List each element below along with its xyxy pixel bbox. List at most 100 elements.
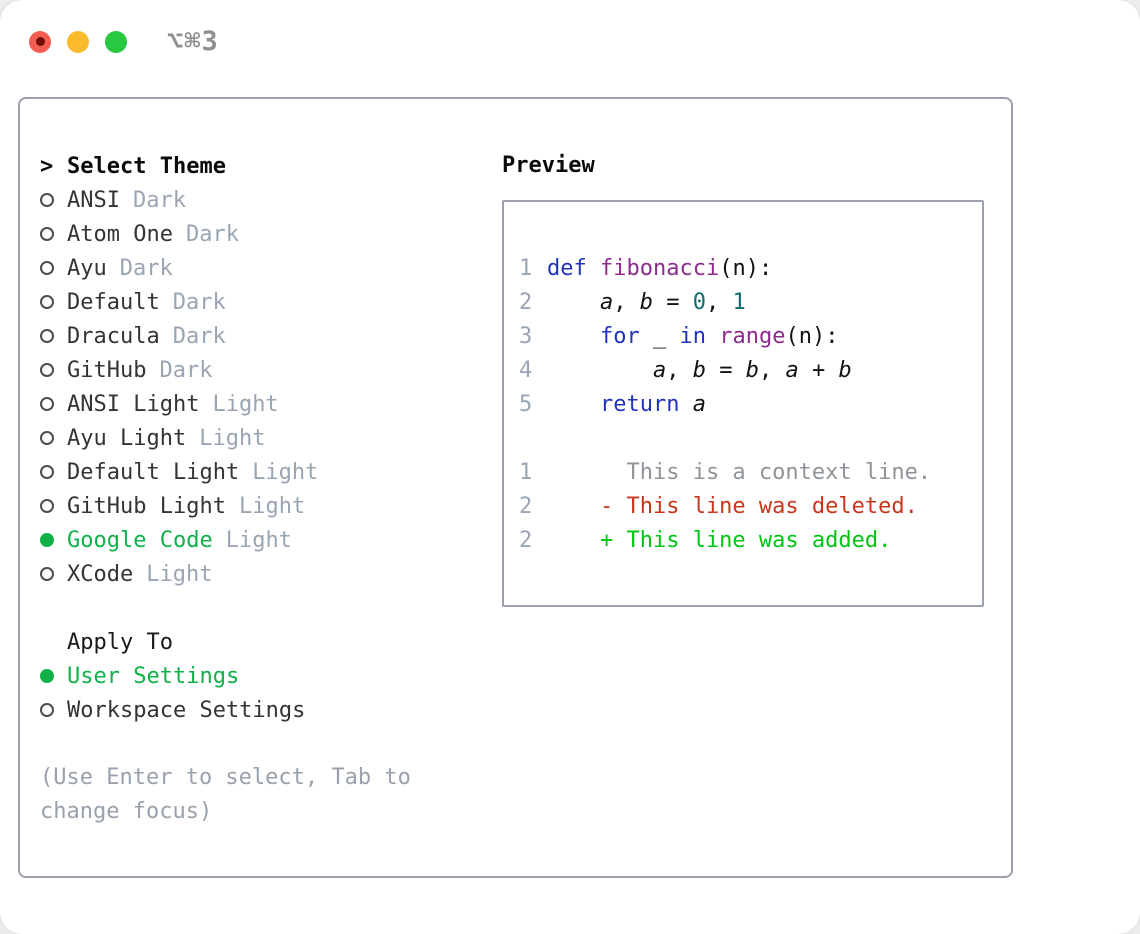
code-token: fibonacci	[599, 256, 720, 281]
code-token: for	[599, 324, 640, 349]
theme-variant-label: Dark	[185, 221, 239, 247]
theme-option-label: Default Light	[67, 459, 240, 485]
code-token: a	[785, 358, 799, 383]
line-number: 4	[519, 358, 533, 383]
line-number: 1	[519, 460, 533, 485]
code-token: return	[599, 392, 693, 417]
line-number: 3	[519, 324, 533, 349]
theme-variant-label: Dark	[132, 187, 186, 213]
theme-variant-label: Light	[225, 527, 292, 553]
radio-circle	[40, 329, 54, 343]
radio-circle	[40, 295, 54, 309]
theme-option-ansi[interactable]: ANSI Dark	[40, 183, 490, 217]
code-token	[547, 358, 653, 383]
code-token: b	[745, 358, 759, 383]
code-token: ,	[666, 358, 693, 383]
radio-unselected-icon	[40, 499, 67, 513]
radio-circle	[40, 261, 54, 275]
code-token: b	[639, 290, 653, 315]
radio-unselected-icon	[40, 431, 67, 445]
apply-option-label: User Settings	[67, 663, 240, 689]
theme-variant-label: Dark	[172, 323, 226, 349]
radio-unselected-icon	[40, 329, 67, 343]
code-token	[547, 290, 600, 315]
apply-to-header: Apply To	[40, 625, 490, 659]
hint-text: (Use Enter to select, Tab to change focu…	[40, 765, 411, 824]
radio-selected-icon	[40, 533, 67, 547]
radio-unselected-icon	[40, 295, 67, 309]
theme-option-default[interactable]: Default Dark	[40, 285, 490, 319]
theme-option-label: Atom One	[67, 221, 173, 247]
theme-option-ayu[interactable]: Ayu Dark	[40, 251, 490, 285]
window-title: ⌥⌘3	[167, 26, 219, 57]
code-line: 4 a, b = b, a + b	[519, 354, 982, 388]
code-token	[706, 324, 719, 349]
radio-unselected-icon	[40, 567, 67, 581]
radio-circle	[40, 193, 54, 207]
apply-option-label: Workspace Settings	[67, 697, 306, 723]
code-line: 3 for _ in range(n):	[519, 320, 982, 354]
close-dot-icon	[35, 37, 45, 46]
code-token: a	[599, 290, 614, 315]
theme-option-atom-one[interactable]: Atom One Dark	[40, 217, 490, 251]
code-line: 5 return a	[519, 388, 982, 422]
focus-caret-icon: >	[40, 153, 54, 179]
line-number: 2	[519, 494, 533, 519]
apply-option-workspace-settings[interactable]: Workspace Settings	[40, 693, 490, 727]
radio-circle	[40, 397, 54, 411]
theme-option-label: GitHub	[67, 357, 147, 383]
code-token: +	[798, 358, 839, 383]
radio-circle	[40, 465, 54, 479]
radio-circle	[40, 567, 54, 581]
code-token: b	[692, 358, 706, 383]
diff-text: - This line was deleted.	[547, 494, 918, 519]
radio-unselected-icon	[40, 363, 67, 377]
theme-option-label: Ayu Light	[67, 425, 187, 451]
diff-preview: 1 This is a context line.2 - This line w…	[519, 456, 982, 558]
theme-variant-label: Light	[238, 493, 306, 519]
theme-option-label: Default	[67, 289, 160, 315]
radio-circle	[40, 431, 54, 445]
code-token: =	[705, 358, 746, 383]
close-button[interactable]	[29, 30, 51, 53]
radio-circle	[40, 363, 54, 377]
code-token: ,	[613, 290, 640, 315]
theme-option-label: ANSI	[67, 187, 120, 213]
code-token: _	[639, 324, 680, 349]
radio-circle	[40, 499, 54, 513]
theme-variant-label: Dark	[172, 289, 226, 315]
spacer	[40, 727, 490, 761]
zoom-button[interactable]	[105, 30, 127, 53]
code-token: ,	[758, 358, 786, 383]
apply-option-user-settings[interactable]: User Settings	[40, 659, 490, 693]
theme-variant-label: Dark	[119, 255, 173, 281]
radio-unselected-icon	[40, 227, 67, 241]
diff-text: + This line was added.	[547, 528, 892, 553]
theme-variant-label: Light	[212, 391, 279, 417]
radio-unselected-icon	[40, 193, 67, 207]
theme-option-label: Ayu	[67, 255, 107, 281]
apply-to-label: Apply To	[67, 629, 173, 655]
diff-line-deleted: 2 - This line was deleted.	[519, 490, 982, 524]
select-theme-header: > Select Theme	[40, 149, 490, 183]
radio-unselected-icon	[40, 397, 67, 411]
line-number: 1	[519, 256, 533, 281]
minimize-button[interactable]	[67, 30, 89, 53]
radio-circle	[40, 703, 54, 717]
